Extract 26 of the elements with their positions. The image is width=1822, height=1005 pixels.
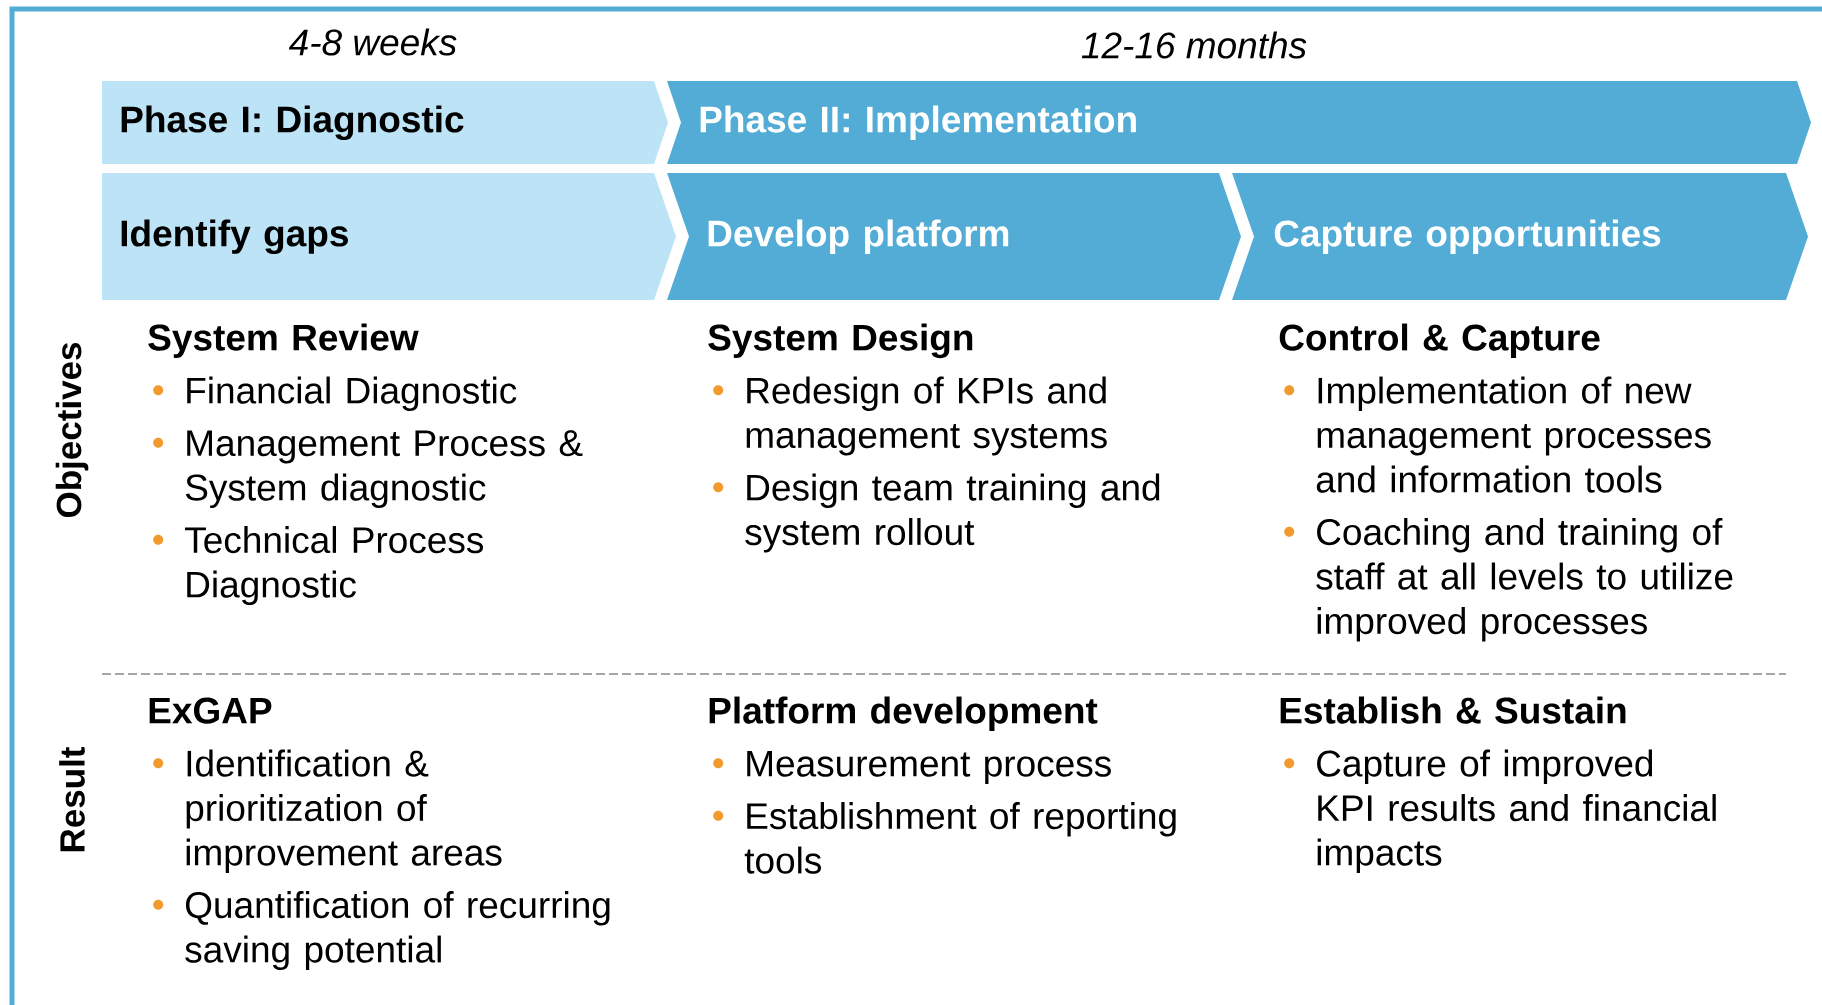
phase-banner: Develop platform bbox=[667, 173, 1241, 300]
phase-banner: Phase II: Implementation bbox=[667, 81, 1811, 164]
duration-label: 4-8 weeks bbox=[288, 28, 457, 56]
bullet-item: Capture of improved KPI results and financial impacts bbox=[1284, 749, 1716, 874]
bullet-item: Quantification of recurring saving potential bbox=[153, 891, 610, 971]
row-label: Objectives bbox=[55, 342, 89, 518]
bullet-item: Measurement process bbox=[713, 750, 1111, 785]
bullet-item: Establishment of reporting tools bbox=[713, 802, 1176, 874]
column-heading: Control & Capture bbox=[1279, 323, 1600, 359]
bullet-item: Financial Diagnostic bbox=[153, 376, 517, 412]
bullet-item: Redesign of KPIs and management systems bbox=[713, 376, 1107, 456]
bullet-item: Technical Process Diagnostic bbox=[153, 526, 484, 606]
phase-banner: Phase I: Diagnostic bbox=[102, 81, 668, 164]
column-heading: System Design bbox=[708, 323, 973, 359]
column-heading: Platform development bbox=[709, 696, 1098, 732]
bullet-item: Design team training and system rollout bbox=[713, 473, 1160, 553]
bullet-item: Management Process & System diagnostic bbox=[153, 430, 583, 509]
phase-banner: Identify gaps bbox=[102, 173, 676, 300]
bullet-item: Coaching and training of staff at all levels to utilize improved processes bbox=[1284, 518, 1733, 642]
phase-banner: Capture opportunities bbox=[1232, 173, 1808, 300]
bullet-item: Implementation of new management processes and information tools bbox=[1284, 376, 1711, 493]
row-label: Result bbox=[59, 746, 85, 852]
bullet-item: Identification & prioritization of improvement areas bbox=[153, 749, 502, 874]
duration-label: 12-16 months bbox=[1081, 31, 1307, 59]
column-heading: Establish & Sustain bbox=[1280, 696, 1626, 724]
column-heading: ExGAP bbox=[149, 697, 272, 724]
